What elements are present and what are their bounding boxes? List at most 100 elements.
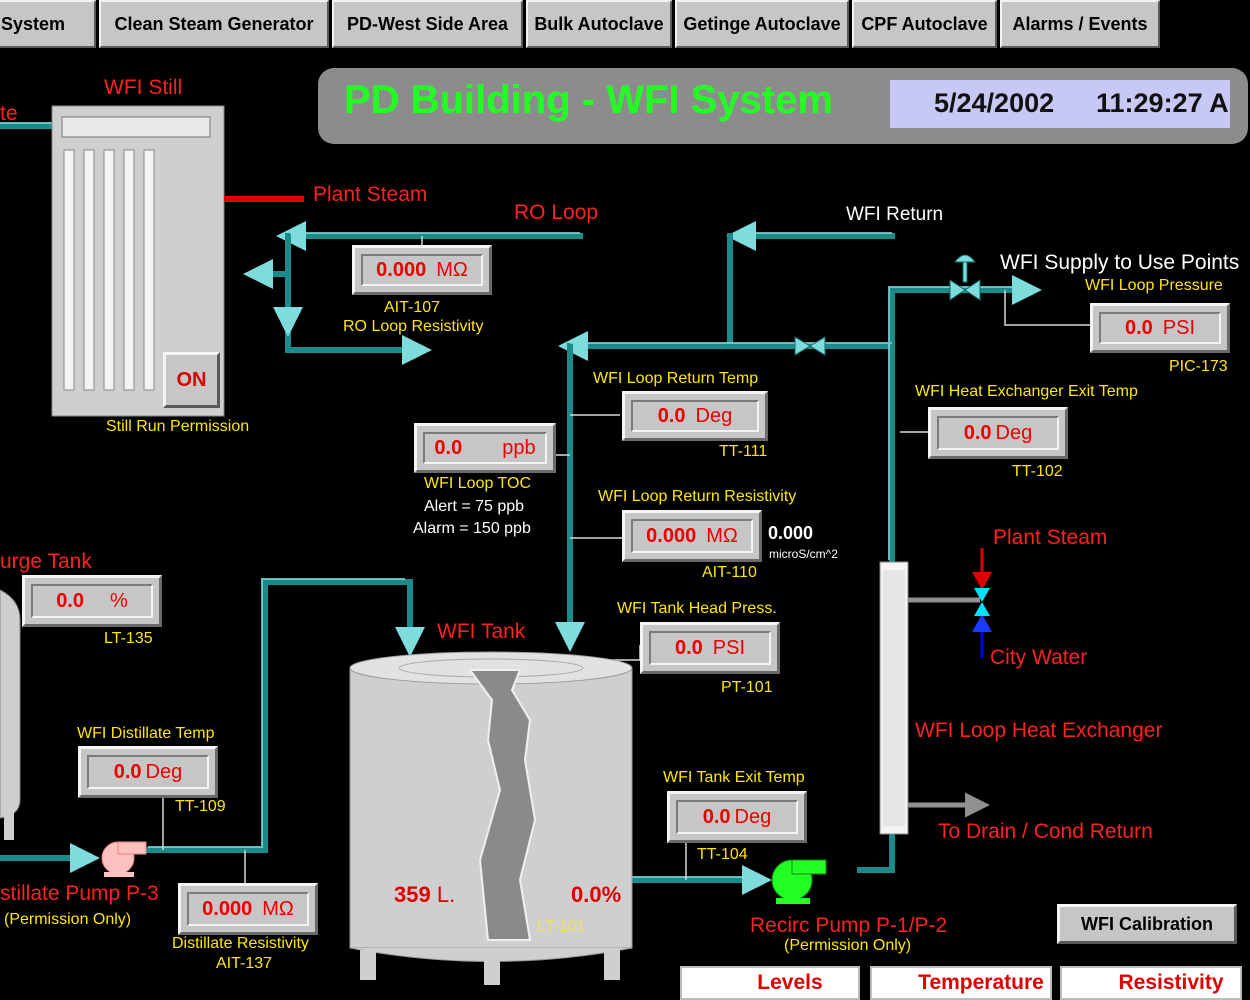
tt-111-value: 0.0 <box>657 404 686 427</box>
tab-clean-steam-generator[interactable]: Clean Steam Generator <box>99 0 329 48</box>
city-water-label: City Water <box>990 646 1088 669</box>
pipe-network <box>0 123 1042 895</box>
toc-alert-limit: Alert = 75 ppb <box>424 498 525 515</box>
manual-valve <box>794 336 826 356</box>
tt-104-label: WFI Tank Exit Temp <box>663 769 805 786</box>
levels-trend-icon <box>688 970 722 996</box>
pic-173-value: 0.0 <box>1124 316 1153 339</box>
tt-109-label: WFI Distillate Temp <box>77 725 215 742</box>
levels-trend-button[interactable]: Levels <box>680 966 860 1000</box>
recirc-pump-label: Recirc Pump P-1/P-2 <box>750 914 948 937</box>
ait-110-value: 0.000 <box>646 524 697 547</box>
control-valve <box>949 254 981 301</box>
ait-110-tag: AIT-110 <box>702 564 757 581</box>
wfi-tank-label: WFI Tank <box>437 620 526 643</box>
time-display: 11:29:27 A <box>1096 88 1229 118</box>
pt-101-tag: PT-101 <box>721 679 773 696</box>
toc-readout[interactable]: 0.0 ppb <box>414 423 556 473</box>
lt-135-readout[interactable]: 0.0% <box>22 575 162 627</box>
ait-137-value: 0.000 <box>202 897 253 920</box>
ro-loop-label: RO Loop <box>514 201 599 224</box>
tt-109-tag: TT-109 <box>175 798 226 815</box>
datetime-panel: 5/24/2002 11:29:27 A <box>890 80 1230 128</box>
tt-102-label: WFI Heat Exchanger Exit Temp <box>915 383 1138 400</box>
conductivity-value: 0.000 <box>768 523 814 543</box>
temperature-trend-button[interactable]: Temperature <box>870 966 1052 1000</box>
recirc-pump <box>771 859 827 904</box>
tt-104-value: 0.0 <box>702 805 731 828</box>
wfi-still <box>51 105 304 417</box>
toc-unit: ppb <box>502 436 536 459</box>
toc-value: 0.0 <box>434 436 463 459</box>
ait-137-label: Distillate Resistivity <box>172 935 309 952</box>
ait-110-readout[interactable]: 0.000 MΩ <box>622 510 762 562</box>
pic-173-readout[interactable]: 0.0 PSI <box>1090 303 1230 353</box>
temperature-trend-icon <box>878 970 912 996</box>
tank-level-percent: 0.0% <box>571 882 622 907</box>
tt-109-value: 0.0 <box>113 760 142 783</box>
date-display: 5/24/2002 <box>934 88 1055 118</box>
surge-tank-label: urge Tank <box>0 550 92 573</box>
levels-trend-label: Levels <box>757 971 823 994</box>
tt-111-tag: TT-111 <box>719 443 768 460</box>
tt-111-unit: Deg <box>695 404 733 427</box>
tank-volume-value: 359 <box>394 882 431 907</box>
ait-107-value: 0.000 <box>376 258 427 281</box>
heat-exchanger-label: WFI Loop Heat Exchanger <box>915 719 1163 742</box>
recirc-pump-sub: (Permission Only) <box>784 937 912 954</box>
tt-109-unit: Deg <box>145 760 183 783</box>
pic-173-label: WFI Loop Pressure <box>1085 277 1223 294</box>
conductivity-unit: microS/cm^2 <box>769 547 838 561</box>
lt-135-tag: LT-135 <box>104 630 153 647</box>
pic-173-unit: PSI <box>1162 316 1196 339</box>
tab-system[interactable]: System <box>0 0 96 48</box>
tab-getinge-autoclave[interactable]: Getinge Autoclave <box>675 0 849 48</box>
to-drain-label: To Drain / Cond Return <box>938 820 1153 843</box>
tank-volume-unit: L. <box>436 882 456 907</box>
ait-137-readout[interactable]: 0.000 MΩ <box>178 883 318 935</box>
pump-p3-sub: (Permission Only) <box>4 911 132 928</box>
toc-label: WFI Loop TOC <box>424 475 531 492</box>
pt-101-value: 0.0 <box>674 636 703 659</box>
tt-102-unit: Deg <box>995 421 1033 444</box>
tt-111-readout[interactable]: 0.0 Deg <box>622 391 768 441</box>
tt-104-unit: Deg <box>734 805 772 828</box>
still-run-permission-label: Still Run Permission <box>106 418 250 435</box>
wfi-supply-label: WFI Supply to Use Points <box>1000 251 1240 274</box>
plant-steam-top-label: Plant Steam <box>313 183 428 206</box>
resistivity-trend-icon <box>1068 970 1102 996</box>
ait-110-label: WFI Loop Return Resistivity <box>598 488 797 505</box>
resistivity-trend-button[interactable]: Resistivity <box>1060 966 1242 1000</box>
still-title: WFI Still <box>104 76 183 99</box>
wfi-calibration-button[interactable]: WFI Calibration <box>1057 904 1237 944</box>
page-title: PD Building - WFI System <box>344 78 833 122</box>
ait-110-unit: MΩ <box>706 524 738 547</box>
temperature-trend-label: Temperature <box>918 971 1044 994</box>
still-inlet-label: te <box>0 102 18 125</box>
ait-107-tag: AIT-107 <box>384 299 441 316</box>
resistivity-trend-label: Resistivity <box>1118 971 1224 994</box>
pic-173-tag: PIC-173 <box>1169 358 1228 375</box>
still-run-toggle[interactable]: ON <box>163 352 220 408</box>
tt-104-tag: TT-104 <box>697 846 748 863</box>
tt-102-tag: TT-102 <box>1012 463 1063 480</box>
heat-exchanger <box>879 548 992 835</box>
lt-101-tag: LT-101 <box>537 918 586 935</box>
tab-alarms-events[interactable]: Alarms / Events <box>1000 0 1160 48</box>
tab-cpf-autoclave[interactable]: CPF Autoclave <box>852 0 997 48</box>
toc-alarm-limit: Alarm = 150 ppb <box>413 520 531 537</box>
tab-bulk-autoclave[interactable]: Bulk Autoclave <box>526 0 672 48</box>
wfi-tank <box>349 651 633 985</box>
tt-111-label: WFI Loop Return Temp <box>593 370 759 387</box>
lt-135-value: 0.0 <box>56 589 84 612</box>
tab-pd-west-side-area[interactable]: PD-West Side Area <box>332 0 523 48</box>
distillate-pump-p3 <box>101 841 147 877</box>
pt-101-label: WFI Tank Head Press. <box>617 600 777 617</box>
ait-137-unit: MΩ <box>262 897 294 920</box>
